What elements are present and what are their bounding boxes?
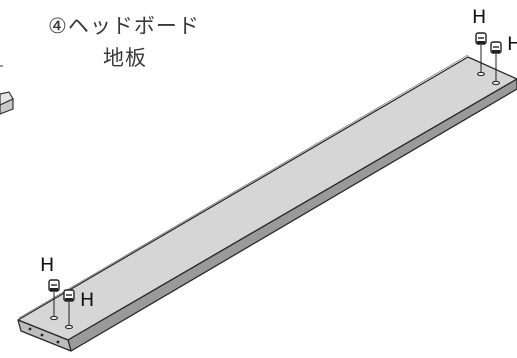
hardware-h-top-right <box>490 41 502 86</box>
floor-board <box>17 54 517 352</box>
hardware-label-bottom-left: H <box>40 254 55 276</box>
hardware-h-bottom-right <box>63 289 75 330</box>
hardware-label-bottom-right: H <box>80 289 95 311</box>
part-title: ④ヘッドボード <box>48 14 200 38</box>
hardware-label-top-left: H <box>472 6 487 28</box>
part-subtitle: 地板 <box>103 46 147 70</box>
hardware-label-top-right: H <box>507 33 517 55</box>
hardware-h-bottom-left <box>48 279 60 321</box>
hardware-h-top-left <box>475 32 487 77</box>
adjacent-board-fragment <box>0 65 14 115</box>
